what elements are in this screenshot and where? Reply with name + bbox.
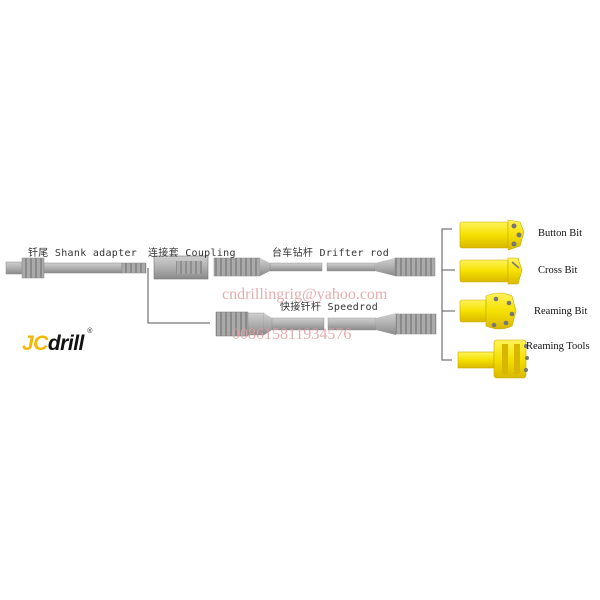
button-bit-label: Button Bit: [538, 228, 583, 239]
speedrod-label: 快接钎杆 Speedrod: [280, 302, 379, 313]
logo-registered-mark: ®: [87, 328, 92, 335]
logo-brand-lead: JC: [22, 332, 48, 355]
coupling: [153, 255, 209, 280]
button-bit: [459, 219, 525, 251]
connector-lines: [147, 228, 455, 361]
shank-adapter-label: 钎尾 Shank adapter: [28, 248, 138, 259]
reaming-tool: [457, 339, 529, 379]
coupling-label: 连接套 Coupling: [148, 248, 236, 259]
shank-adapter: [5, 257, 147, 279]
cross-bit: [459, 257, 523, 285]
reaming-tools-label: Reaming Tools: [526, 341, 590, 352]
watermark-email: cndrillingrig@yahoo.com: [222, 286, 388, 303]
cross-bit-label: Cross Bit: [538, 265, 578, 276]
watermark-phone: 008615811934576: [232, 326, 352, 343]
reaming-bit-label: Reaming Bit: [534, 306, 588, 317]
drifter-rod-label: 台车钻杆 Drifter rod: [272, 248, 390, 259]
jcdrill-logo: JCdrill®: [22, 328, 92, 356]
drifter-rod: [213, 255, 436, 279]
reaming-bit: [459, 292, 517, 330]
logo-brand-rest: drill: [47, 332, 85, 355]
speedrod: [215, 309, 437, 339]
